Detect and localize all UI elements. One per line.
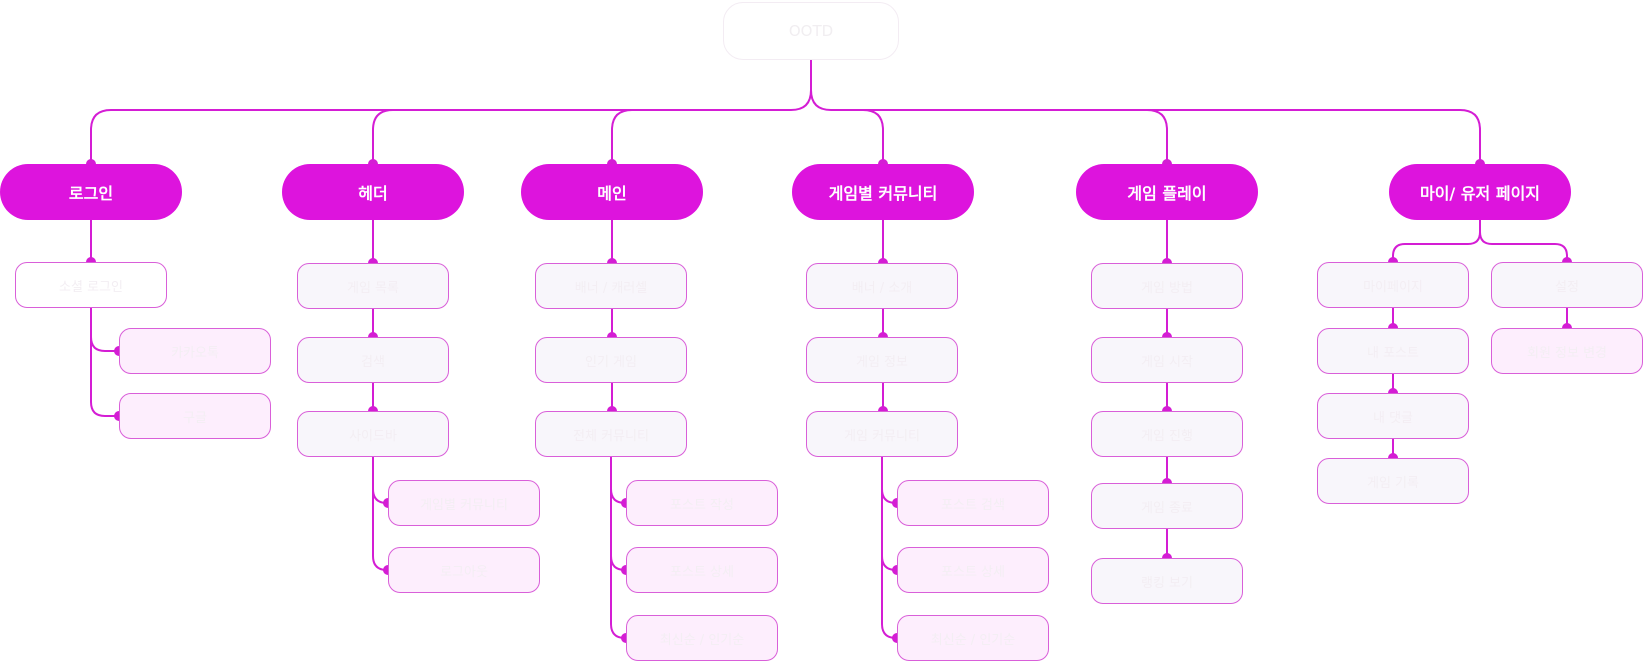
item-play-5: 랭킹 보기 — [1091, 558, 1243, 604]
item-mypage-3: 내 댓글 — [1317, 393, 1469, 439]
item-community-4: 포스트 검색 — [897, 480, 1049, 526]
branch-main-4 — [610, 457, 626, 504]
item-login-2: 카카오톡 — [119, 328, 271, 374]
item-mypage-4: 게임 기록 — [1317, 458, 1469, 504]
item-play-1: 게임 방법 — [1091, 263, 1243, 309]
branch-login-3 — [90, 308, 119, 417]
item-header-4: 게임별 커뮤니티 — [388, 480, 540, 526]
item-community-5: 포스트 상세 — [897, 547, 1049, 593]
item-mypage-6: 회원 정보 변경 — [1491, 328, 1643, 374]
item-play-3: 게임 진행 — [1091, 411, 1243, 457]
bus-left — [90, 60, 812, 164]
item-main-1: 배너 / 캐러셀 — [535, 263, 687, 309]
item-main-5: 포스트 상세 — [626, 547, 778, 593]
split-left — [1392, 220, 1481, 262]
item-main-3: 전체 커뮤니티 — [535, 411, 687, 457]
item-main-6: 최신순 / 인기순 — [626, 615, 778, 661]
branch-community-5 — [881, 457, 897, 571]
item-mypage-1: 마이페이지 — [1317, 262, 1469, 308]
item-mypage-2: 내 포스트 — [1317, 328, 1469, 374]
item-header-5: 로그아웃 — [388, 547, 540, 593]
item-header-3: 사이드바 — [297, 411, 449, 457]
category-my-page: 마이/ 유저 페이지 — [1389, 164, 1571, 220]
item-header-1: 게임 목록 — [297, 263, 449, 309]
category-main: 메인 — [521, 164, 703, 220]
bus-drop-play — [1146, 109, 1168, 164]
category-header: 헤더 — [282, 164, 464, 220]
bus-right — [810, 89, 1481, 164]
branch-main-6 — [610, 457, 626, 639]
item-play-2: 게임 시작 — [1091, 337, 1243, 383]
branch-community-4 — [881, 457, 897, 504]
item-community-2: 게임 정보 — [806, 337, 958, 383]
item-community-1: 배너 / 소개 — [806, 263, 958, 309]
item-community-3: 게임 커뮤니티 — [806, 411, 958, 457]
bus-drop-main — [611, 109, 633, 164]
category-login: 로그인 — [0, 164, 182, 220]
bus-drop-header — [372, 109, 394, 164]
branch-main-5 — [610, 457, 626, 571]
item-header-2: 검색 — [297, 337, 449, 383]
item-community-6: 최신순 / 인기순 — [897, 615, 1049, 661]
split-right — [1479, 231, 1568, 262]
item-play-4: 게임 종료 — [1091, 483, 1243, 529]
item-mypage-5: 설정 — [1491, 262, 1643, 308]
bus-drop-community — [862, 109, 884, 164]
branch-login-2 — [90, 308, 119, 352]
branch-header-4 — [372, 457, 388, 504]
branch-community-6 — [881, 457, 897, 639]
root-node: OOTD — [723, 2, 899, 60]
item-main-2: 인기 게임 — [535, 337, 687, 383]
item-main-4: 포스트 작성 — [626, 480, 778, 526]
branch-header-5 — [372, 457, 388, 571]
item-login-3: 구글 — [119, 393, 271, 439]
item-login-1: 소셜 로그인 — [15, 262, 167, 308]
category-game-play: 게임 플레이 — [1076, 164, 1258, 220]
category-community: 게임별 커뮤니티 — [792, 164, 974, 220]
